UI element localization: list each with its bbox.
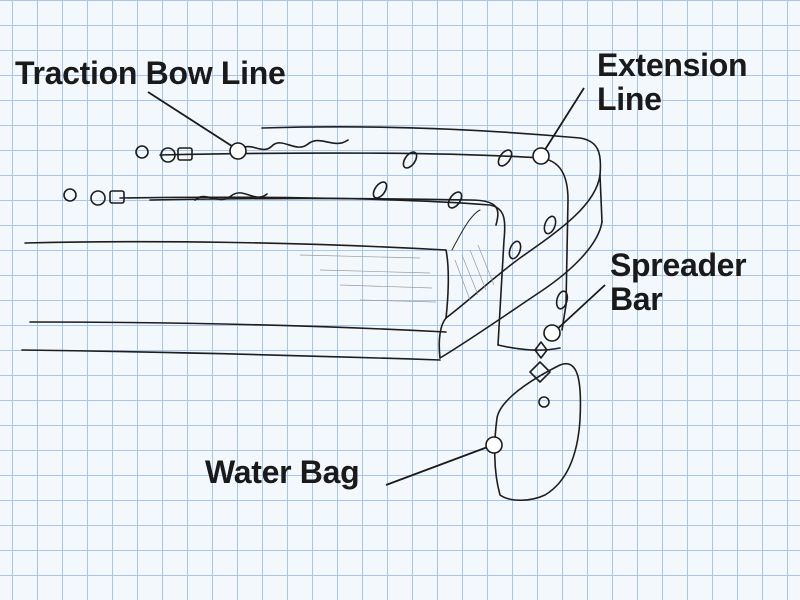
- label-spreader-bar-line2: Bar: [610, 281, 663, 317]
- label-spreader-bar: Spreader Bar: [610, 247, 747, 317]
- callout-leaders: [147, 87, 606, 486]
- label-extension-line: Extension Line: [597, 47, 748, 117]
- node-spreader-bar: [543, 324, 561, 342]
- label-water-bag: Water Bag: [205, 454, 360, 490]
- label-extension-line-line2: Line: [597, 81, 662, 117]
- water-bag-sketch: [493, 341, 582, 502]
- node-traction-bow-line: [229, 142, 247, 160]
- node-water-bag: [485, 436, 503, 454]
- mattress-sketch: [21, 126, 603, 361]
- label-extension-line-line1: Extension: [597, 47, 748, 83]
- label-spreader-bar-line1: Spreader: [610, 247, 747, 283]
- node-extension-line: [532, 147, 550, 165]
- traction-lines-sketch: [63, 139, 569, 351]
- label-traction-bow-line: Traction Bow Line: [15, 55, 286, 91]
